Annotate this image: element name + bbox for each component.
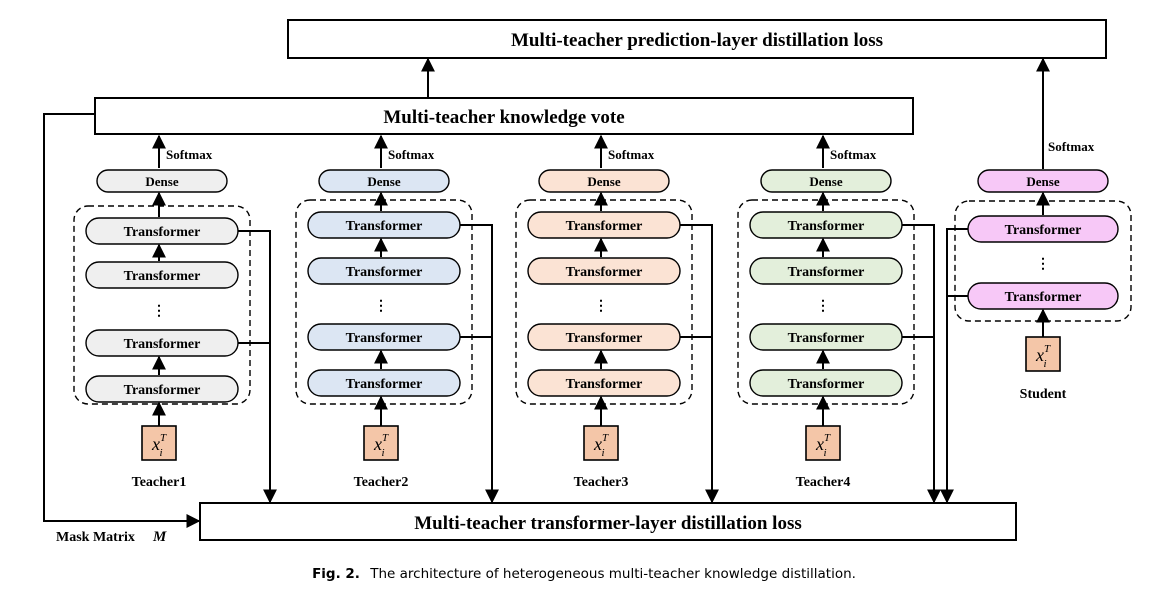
transformer-second-2: Transformer <box>307 257 461 285</box>
dense-3-label: Dense <box>587 174 620 189</box>
mask-matrix-arrow <box>43 113 201 528</box>
transformer-bottom-4: Transformer <box>749 369 903 397</box>
teacher-column-2: SoftmaxDenseTransformerTransformerTransf… <box>295 134 499 504</box>
transformer-bottom-4-label: Transformer <box>788 377 865 392</box>
transformer-third-3: Transformer <box>527 323 681 351</box>
student-softmax-label: Softmax <box>1048 139 1095 154</box>
transformer-top-4-label: Transformer <box>788 219 865 234</box>
transformer-top-4: Transformer <box>749 211 903 239</box>
dense-4: Dense <box>760 169 892 193</box>
dense-1: Dense <box>96 169 228 193</box>
knowledge-vote-label: Multi-teacher knowledge vote <box>383 107 624 128</box>
transformer-third-1-label: Transformer <box>124 337 201 352</box>
transformer-bottom-2-label: Transformer <box>346 377 423 392</box>
transformer-second-2-label: Transformer <box>346 265 423 280</box>
transformer-second-3: Transformer <box>527 257 681 285</box>
softmax-label-4: Softmax <box>830 147 877 162</box>
prediction-layer-loss-label: Multi-teacher prediction-layer distillat… <box>511 30 883 51</box>
transformer-bottom-3: Transformer <box>527 369 681 397</box>
transformer-second-1: Transformer <box>85 261 239 289</box>
transformer-top-2-label: Transformer <box>346 219 423 234</box>
transformer-layer-loss-label: Multi-teacher transformer-layer distilla… <box>414 513 802 534</box>
caption-label: Fig. 2. <box>312 566 360 582</box>
dense-1-label: Dense <box>145 174 178 189</box>
transformer-top-3-label: Transformer <box>566 219 643 234</box>
teacher-column-1: SoftmaxDenseTransformerTransformerTransf… <box>73 134 277 504</box>
ellipsis-4: ⋮ <box>816 299 830 314</box>
teacher-column-4: SoftmaxDenseTransformerTransformerTransf… <box>737 134 941 504</box>
student-transformer-bottom: Transformer <box>967 282 1119 310</box>
teacher-name-1: Teacher1 <box>132 475 187 490</box>
teacher-name-2: Teacher2 <box>354 475 409 490</box>
transformer-third-2: Transformer <box>307 323 461 351</box>
transformer-bottom-1: Transformer <box>85 375 239 403</box>
ellipsis-3: ⋮ <box>594 299 608 314</box>
mask-matrix-symbol: M <box>152 529 167 545</box>
caption-text: The architecture of heterogeneous multi-… <box>369 566 856 582</box>
dense-4-label: Dense <box>809 174 842 189</box>
teacher-name-3: Teacher3 <box>574 475 629 490</box>
knowledge-vote-box: Multi-teacher knowledge vote <box>94 97 914 135</box>
teacher-name-4: Teacher4 <box>796 475 851 490</box>
student-transformer-top-label: Transformer <box>1005 223 1082 238</box>
transformer-third-2-label: Transformer <box>346 331 423 346</box>
student-dense: Dense <box>977 169 1109 193</box>
transformer-top-3: Transformer <box>527 211 681 239</box>
student-name: Student <box>1020 387 1067 402</box>
transformer-third-3-label: Transformer <box>566 331 643 346</box>
transformer-top-1: Transformer <box>85 217 239 245</box>
transformer-third-4: Transformer <box>749 323 903 351</box>
transformer-bottom-2: Transformer <box>307 369 461 397</box>
dense-3: Dense <box>538 169 670 193</box>
prediction-layer-loss-box: Multi-teacher prediction-layer distillat… <box>287 19 1107 59</box>
transformer-bottom-1-label: Transformer <box>124 383 201 398</box>
figure-caption: Fig. 2. The architecture of heterogeneou… <box>312 566 856 582</box>
transformer-third-1: Transformer <box>85 329 239 357</box>
transformer-second-4-label: Transformer <box>788 265 865 280</box>
transformer-bottom-3-label: Transformer <box>566 377 643 392</box>
transformer-top-2: Transformer <box>307 211 461 239</box>
student-transformer-bottom-label: Transformer <box>1005 290 1082 305</box>
transformer-layer-loss-box: Multi-teacher transformer-layer distilla… <box>199 502 1017 541</box>
student-ellipsis: ⋮ <box>1036 257 1050 272</box>
transformer-second-1-label: Transformer <box>124 269 201 284</box>
transformer-third-4-label: Transformer <box>788 331 865 346</box>
transformer-second-4: Transformer <box>749 257 903 285</box>
softmax-label-1: Softmax <box>166 147 213 162</box>
transformer-second-3-label: Transformer <box>566 265 643 280</box>
mask-matrix-label: Mask Matrix <box>56 530 135 545</box>
transformer-top-1-label: Transformer <box>124 225 201 240</box>
dense-2: Dense <box>318 169 450 193</box>
teacher-column-3: SoftmaxDenseTransformerTransformerTransf… <box>515 134 719 504</box>
dense-2-label: Dense <box>367 174 400 189</box>
softmax-label-3: Softmax <box>608 147 655 162</box>
ellipsis-1: ⋮ <box>152 304 166 319</box>
ellipsis-2: ⋮ <box>374 299 388 314</box>
student-transformer-top: Transformer <box>967 215 1119 243</box>
student-dense-label: Dense <box>1026 174 1059 189</box>
softmax-label-2: Softmax <box>388 147 435 162</box>
